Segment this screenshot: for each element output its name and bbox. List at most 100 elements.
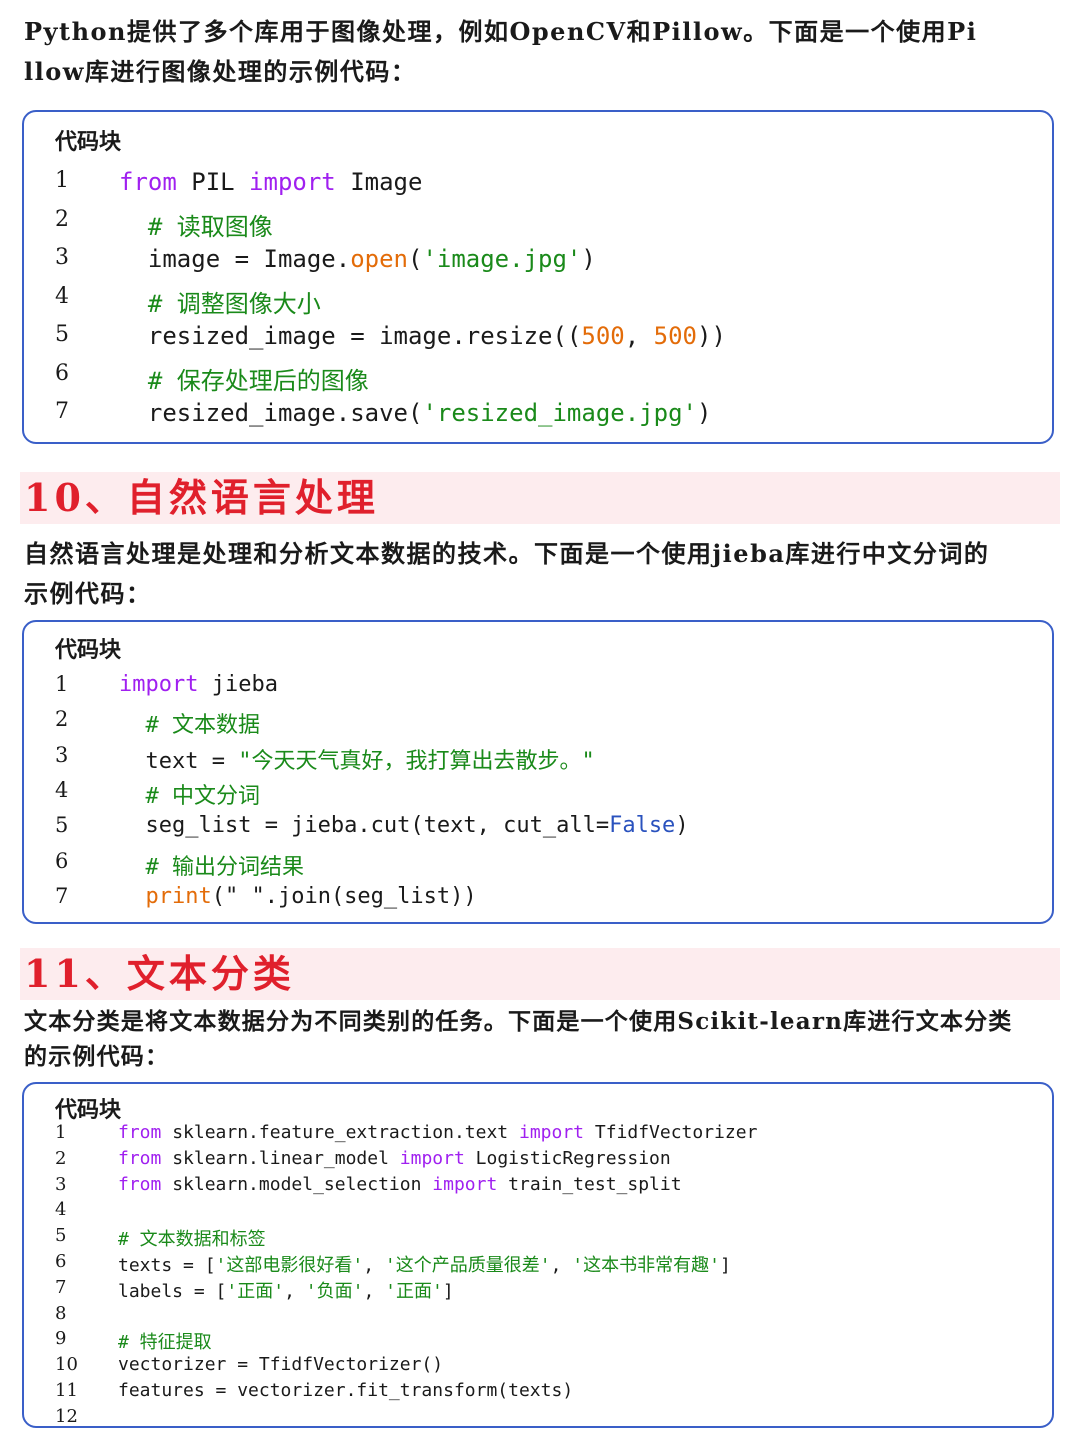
code-token: '这部电影很好看' xyxy=(215,1255,364,1276)
line-number: 2 xyxy=(55,1147,67,1169)
code-text: features = vectorizer.fit_transform(text… xyxy=(118,1380,573,1401)
code-token: '负面' xyxy=(305,1280,364,1302)
section-10-description: 自然语言处理是处理和分析文本数据的技术。下面是一个使用jieba库进行中文分词的… xyxy=(24,534,1060,614)
line-number: 5 xyxy=(55,1225,67,1247)
code-text: from sklearn.linear_model import Logisti… xyxy=(118,1148,671,1169)
code-token: # 保存处理后的图像 xyxy=(119,366,369,395)
code-token: seg_list = jieba.cut(text, cut_all= xyxy=(119,813,610,839)
code-text: image = Image.open('image.jpg') xyxy=(119,245,596,273)
code-text: print(" ".join(seg_list)) xyxy=(119,884,477,909)
code-line: 5 seg_list = jieba.cut(text, cut_all=Fal… xyxy=(24,813,1052,848)
line-number: 6 xyxy=(55,360,69,386)
code-token: ( xyxy=(407,245,423,273)
code-token: resized_image = image.resize(( xyxy=(119,322,582,350)
code-token: train_test_split xyxy=(497,1173,682,1195)
code-text: seg_list = jieba.cut(text, cut_all=False… xyxy=(119,813,689,839)
code-token: ] xyxy=(719,1255,731,1276)
code-token xyxy=(119,884,146,909)
line-number: 4 xyxy=(55,283,69,309)
code-token: LogisticRegression xyxy=(464,1147,671,1169)
line-number: 4 xyxy=(55,777,69,802)
code-token: sklearn.linear_model xyxy=(161,1147,400,1169)
line-number: 11 xyxy=(55,1380,78,1401)
code-token: PIL xyxy=(176,168,250,196)
code-token: labels = [ xyxy=(118,1280,227,1302)
line-number: 7 xyxy=(55,399,69,424)
code-text: # 调整图像大小 xyxy=(119,284,321,319)
code-token: "今天天气真好，我打算出去散步。" xyxy=(238,748,595,774)
code-token: , xyxy=(624,322,654,350)
code-line: 7 print(" ".join(seg_list)) xyxy=(24,884,1052,919)
section-title-nlp: 10、自然语言处理 xyxy=(24,475,379,520)
code-token: from xyxy=(119,168,177,196)
code-text: # 文本数据 xyxy=(119,707,260,739)
intro-line-1: Python提供了多个库用于图像处理，例如OpenCV和Pillow。下面是一个… xyxy=(24,17,978,46)
code-text: import jieba xyxy=(119,672,278,697)
code-text: resized_image = image.resize((500, 500)) xyxy=(119,322,726,350)
code-token: TfidfVectorizer xyxy=(584,1122,758,1143)
code-token: resized_image.save( xyxy=(119,399,423,427)
section-header-10: 10、自然语言处理 xyxy=(20,472,1060,524)
code-line: 6 # 输出分词结果 xyxy=(24,849,1052,884)
code-token: image = Image. xyxy=(119,245,351,273)
code-token: )) xyxy=(697,322,726,350)
code-line: 4 xyxy=(24,1199,1052,1225)
code-line: 2 # 文本数据 xyxy=(24,707,1052,742)
code-line: 5 resized_image = image.resize((500, 500… xyxy=(24,322,1052,361)
code-token: sklearn.feature_extraction.text xyxy=(161,1122,519,1143)
line-number: 5 xyxy=(55,322,69,347)
line-number: 7 xyxy=(55,1276,67,1298)
section-11-desc-line-2: 的示例代码： xyxy=(24,1043,170,1070)
section-10-desc-line-2: 示例代码： xyxy=(24,579,152,608)
code-token: jieba xyxy=(198,672,278,697)
section-title-text-classification: 11、文本分类 xyxy=(24,951,295,996)
code-line: 4 # 调整图像大小 xyxy=(24,284,1052,323)
code-token: # 特征提取 xyxy=(118,1332,212,1354)
code-token: import xyxy=(119,672,199,697)
code-line: 3 image = Image.open('image.jpg') xyxy=(24,245,1052,284)
section-10-desc-line-1: 自然语言处理是处理和分析文本数据的技术。下面是一个使用jieba库进行中文分词的 xyxy=(24,539,990,568)
line-number: 2 xyxy=(55,707,69,732)
line-number: 1 xyxy=(55,168,69,193)
code-token: Image xyxy=(335,168,423,196)
line-number: 6 xyxy=(55,1251,67,1272)
code-token: ) xyxy=(675,813,689,839)
code-block-sklearn: 代码块 1 from sklearn.feature_extraction.tex… xyxy=(22,1082,1054,1428)
code-token: ) xyxy=(696,399,712,427)
code-token: , xyxy=(363,1255,385,1276)
code-token: 'resized_image.jpg' xyxy=(422,399,697,427)
code-token: import xyxy=(432,1173,498,1195)
code-token: ) xyxy=(581,245,596,273)
code-line: 6 # 保存处理后的图像 xyxy=(24,361,1052,400)
code-line: 2 # 读取图像 xyxy=(24,207,1052,246)
code-token: (" ".join(seg_list)) xyxy=(211,883,477,909)
code-line: 8 xyxy=(24,1303,1052,1329)
code-text: vectorizer = TfidfVectorizer() xyxy=(118,1354,443,1375)
code-text: resized_image.save('resized_image.jpg') xyxy=(119,399,712,427)
code-text: # 特征提取 xyxy=(118,1328,212,1354)
code-token: , xyxy=(550,1255,573,1276)
code-line: 3 text = "今天天气真好，我打算出去散步。" xyxy=(24,743,1052,778)
code-token: from xyxy=(118,1122,162,1143)
code-token: '这个产品质量很差' xyxy=(384,1255,551,1276)
section-11-desc-line-1: 文本分类是将文本数据分为不同类别的任务。下面是一个使用Scikit-learn库… xyxy=(24,1008,1013,1035)
line-number: 1 xyxy=(55,1122,67,1143)
code-token: sklearn.model_selection xyxy=(161,1173,433,1195)
code-token: # 文本数据和标签 xyxy=(118,1229,266,1251)
code-token: 'image.jpg' xyxy=(422,245,582,273)
code-token: # 输出分词结果 xyxy=(119,854,304,880)
line-number: 3 xyxy=(55,742,69,767)
code-block-title: 代码块 xyxy=(55,1097,122,1123)
code-line: 12 xyxy=(24,1406,1052,1432)
code-text: # 文本数据和标签 xyxy=(118,1225,266,1251)
intro-line-2: llow库进行图像处理的示例代码： xyxy=(24,57,417,86)
code-token: # 调整图像大小 xyxy=(119,289,321,318)
